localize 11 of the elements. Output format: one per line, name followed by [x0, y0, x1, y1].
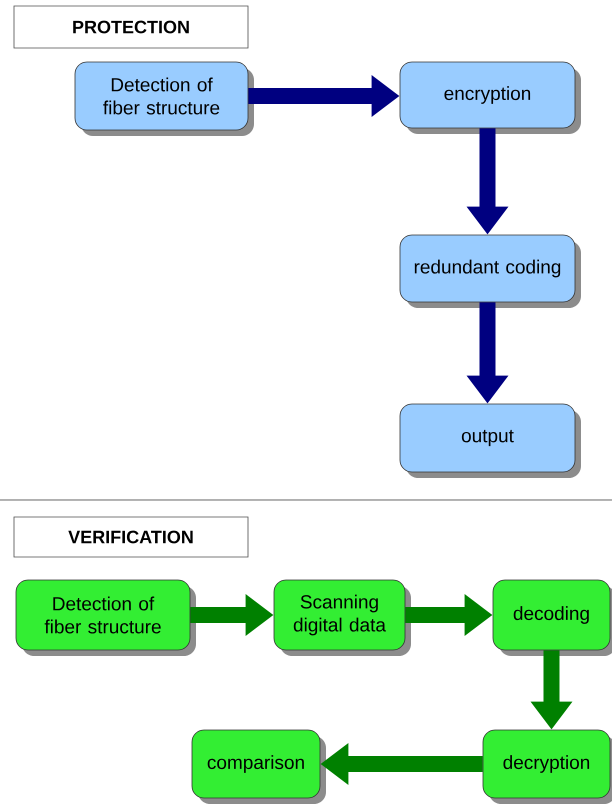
section-heading-box: PROTECTION	[14, 6, 248, 48]
section-heading-box: VERIFICATION	[14, 516, 248, 558]
process-box: Detection of fiber structure	[16, 580, 196, 656]
process-box: comparison	[192, 730, 326, 804]
process-box: redundant coding	[400, 234, 581, 308]
process-box: encryption	[400, 62, 581, 134]
process-box: Detection of fiber structure	[74, 62, 254, 136]
process-box: decoding	[492, 580, 612, 656]
process-box: decryption	[482, 730, 612, 804]
process-box: Scanning digital data	[274, 580, 411, 656]
process-box: output	[400, 404, 581, 478]
